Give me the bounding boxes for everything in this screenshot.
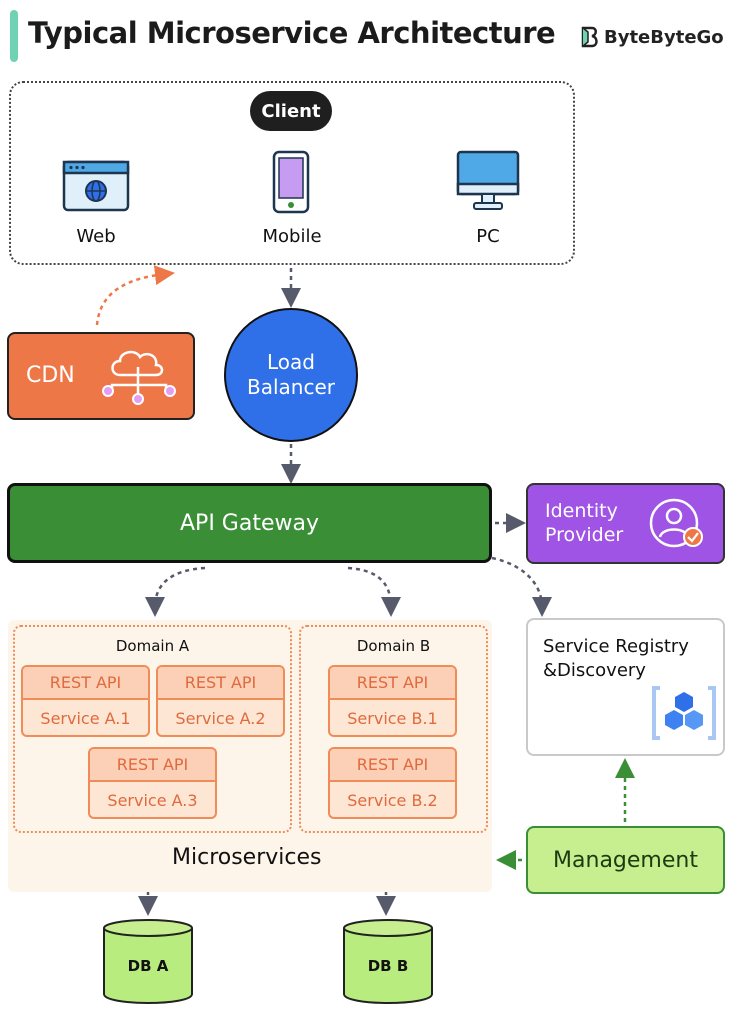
rest-api-label: REST API — [330, 749, 455, 782]
monitor-icon — [456, 150, 520, 216]
user-check-icon — [648, 497, 706, 557]
cloud-network-icon — [98, 345, 180, 411]
cdn-label: CDN — [26, 363, 75, 388]
client-label: Client — [250, 91, 332, 131]
load-balancer-line1: Load — [267, 350, 315, 374]
rest-api-label: REST API — [90, 749, 215, 782]
db-b-label: DB B — [367, 957, 409, 975]
service-a3: REST API Service A.3 — [88, 747, 217, 819]
service-name: Service B.1 — [347, 709, 438, 728]
brand-name: ByteByteGo — [604, 26, 724, 48]
service-b2: REST API Service B.2 — [328, 747, 457, 819]
client-group — [9, 81, 575, 265]
service-b1: REST API Service B.1 — [328, 665, 457, 737]
arrow-gateway-to-domain-b — [347, 566, 401, 617]
domain-a-label: Domain A — [115, 637, 190, 655]
microservices-label: Microservices — [172, 845, 322, 870]
service-a2: REST API Service A.2 — [156, 665, 285, 737]
db-b-cylinder — [342, 918, 434, 1010]
service-name: Service A.3 — [107, 791, 198, 810]
service-registry-line1: Service Registry — [543, 636, 689, 657]
phone-icon — [272, 150, 310, 218]
service-a1: REST API Service A.1 — [21, 665, 150, 737]
service-registry-box — [526, 618, 725, 756]
arrow-gateway-to-registry — [491, 556, 552, 617]
service-registry-line2: &Discovery — [543, 660, 646, 681]
brand-logo: ByteByteGo — [580, 26, 724, 48]
identity-provider-box — [526, 483, 725, 564]
device-label-pc: PC — [476, 226, 500, 247]
rest-api-label: REST API — [158, 667, 283, 700]
brand-mark-icon — [581, 26, 598, 48]
cdn-box — [7, 332, 195, 420]
load-balancer-line2: Balancer — [247, 375, 335, 399]
identity-provider-line2: Provider — [545, 524, 624, 546]
management-label: Management — [553, 847, 698, 873]
browser-icon — [62, 160, 130, 216]
domain-a-group — [13, 625, 292, 833]
db-a-label: DB A — [127, 957, 169, 975]
db-a-cylinder — [102, 918, 194, 1010]
domain-b-group — [299, 625, 488, 833]
service-name: Service B.2 — [347, 791, 438, 810]
identity-provider-line1: Identity — [545, 500, 618, 522]
page-title: Typical Microservice Architecture — [28, 16, 556, 50]
domain-b-label: Domain B — [356, 637, 431, 655]
management-box: Management — [526, 826, 725, 894]
identity-provider-label: Identity Provider — [545, 499, 623, 547]
api-gateway-label: API Gateway — [180, 510, 319, 536]
load-balancer: Load Balancer — [224, 308, 358, 442]
rest-api-label: REST API — [330, 667, 455, 700]
service-name: Service A.2 — [175, 709, 266, 728]
arrow-cdn-to-client — [95, 265, 175, 326]
device-label-web: Web — [76, 226, 116, 247]
cubes-icon — [652, 684, 716, 746]
rest-api-label: REST API — [23, 667, 148, 700]
service-registry-label: Service Registry &Discovery — [543, 635, 689, 683]
arrow-gateway-to-domain-a — [145, 566, 206, 617]
service-name: Service A.1 — [40, 709, 131, 728]
api-gateway: API Gateway — [7, 483, 492, 563]
device-label-mobile: Mobile — [262, 226, 322, 247]
title-accent-bar — [10, 10, 18, 62]
